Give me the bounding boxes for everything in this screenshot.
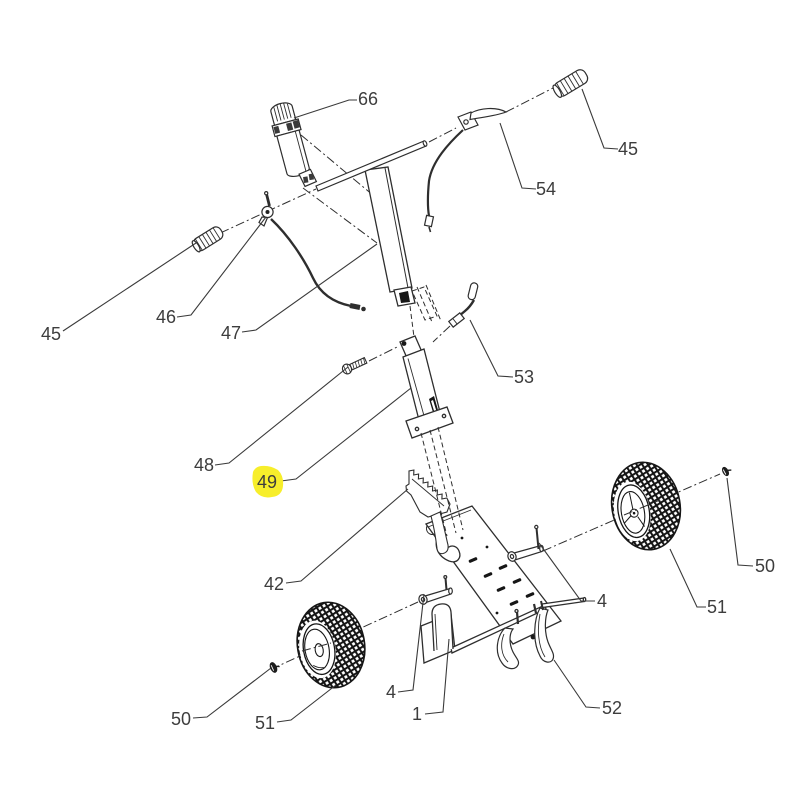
callout-51-left: 51 [255, 713, 275, 733]
leader-lines [62, 88, 754, 723]
callout-50-left: 50 [171, 709, 191, 729]
part-51-wheel-right [610, 461, 682, 551]
highlight-49 [252, 465, 284, 498]
handlebar [315, 140, 428, 192]
part-66-cylinder [270, 102, 318, 188]
part-42-ratchet-bracket [405, 469, 451, 555]
part-50-cap-left [269, 662, 280, 673]
callout-49: 49 [257, 472, 277, 492]
callout-42: 42 [264, 574, 284, 594]
part-50-cap-right [721, 466, 732, 477]
callout-45-top-right: 45 [618, 139, 638, 159]
part-4-axle-right [507, 524, 544, 562]
part-49-lower-tube [399, 335, 454, 439]
callout-51-right: 51 [707, 597, 727, 617]
hub-axis-overlays [301, 499, 661, 652]
part-52-supports [496, 600, 555, 670]
callout-4-bottom: 4 [386, 682, 396, 702]
callout-53: 53 [514, 367, 534, 387]
part-1-frame [420, 505, 587, 664]
part-46-clamp [258, 190, 274, 227]
callout-1: 1 [412, 704, 422, 724]
part-54-cable-lever [423, 107, 508, 233]
callout-52: 52 [602, 698, 622, 718]
callout-66: 66 [358, 89, 378, 109]
part-45-grip-right [552, 69, 589, 98]
part-45-grip-left [191, 226, 224, 253]
callout-54: 54 [536, 179, 556, 199]
part-53-crank-rod [447, 282, 479, 328]
callout-labels: 66 45 54 45 46 47 53 48 49 42 4 50 51 52… [41, 89, 775, 733]
part-48-screw [341, 356, 368, 375]
callout-4-right: 4 [597, 591, 607, 611]
main-column [364, 166, 416, 307]
callout-50-right: 50 [755, 556, 775, 576]
part-51-wheel-left [296, 601, 366, 689]
callout-48: 48 [194, 455, 214, 475]
assembly-axes [204, 86, 721, 668]
hidden-lines-upper [409, 284, 442, 338]
hidden-lines-lower [420, 426, 464, 537]
part-47-cable [270, 218, 366, 312]
callout-46: 46 [156, 307, 176, 327]
callout-47: 47 [221, 323, 241, 343]
callout-45-left: 45 [41, 324, 61, 344]
